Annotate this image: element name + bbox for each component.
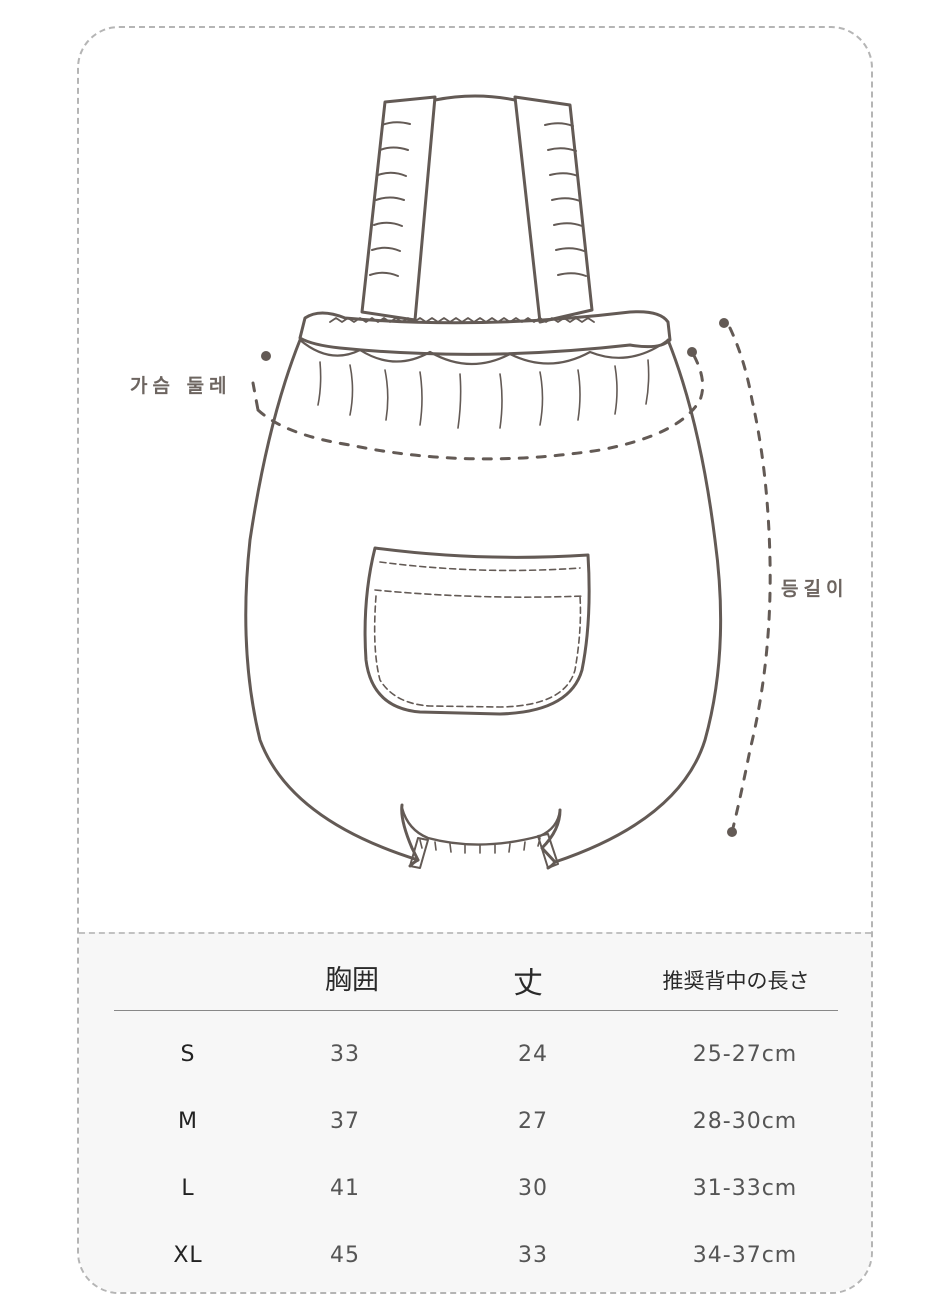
size-label-s: S — [180, 1042, 196, 1067]
header-recommended-back-length: 推奨背中の長さ — [662, 969, 810, 993]
length-m: 27 — [518, 1109, 548, 1134]
pet-carrier-illustration — [244, 94, 772, 870]
chest-xl: 45 — [330, 1243, 360, 1268]
chest-s: 33 — [330, 1042, 360, 1067]
length-xl: 33 — [518, 1243, 548, 1268]
length-l: 30 — [518, 1176, 548, 1201]
length-s: 24 — [518, 1042, 548, 1067]
chest-m: 37 — [330, 1109, 360, 1134]
left-strap — [360, 95, 437, 322]
body-outline — [244, 338, 723, 864]
back-m: 28-30cm — [692, 1109, 798, 1134]
size-table-background — [79, 932, 871, 1292]
back-length-label: 등길이 — [781, 578, 849, 600]
chest-label: 가슴 둘레 — [130, 375, 232, 397]
back-top-dot — [719, 318, 729, 328]
chest-right-dot — [687, 347, 697, 357]
header-length: 丈 — [513, 966, 543, 1001]
chest-dashed-line — [256, 350, 705, 461]
back-s: 25-27cm — [692, 1042, 798, 1067]
size-chart-card — [77, 26, 873, 1294]
right-strap — [513, 95, 594, 324]
size-label-xl: XL — [173, 1243, 203, 1268]
back-bottom-dot — [727, 827, 737, 837]
chest-l: 41 — [330, 1176, 360, 1201]
header-chest: 胸囲 — [325, 965, 379, 996]
pocket — [363, 546, 591, 716]
chest-left-dot — [261, 351, 271, 361]
top-rim — [298, 310, 672, 356]
back-l: 31-33cm — [692, 1176, 798, 1201]
size-label-l: L — [181, 1176, 195, 1201]
size-label-m: M — [178, 1109, 198, 1134]
back-dashed-line — [728, 326, 772, 834]
header-divider — [114, 1010, 838, 1011]
back-xl: 34-37cm — [692, 1243, 798, 1268]
